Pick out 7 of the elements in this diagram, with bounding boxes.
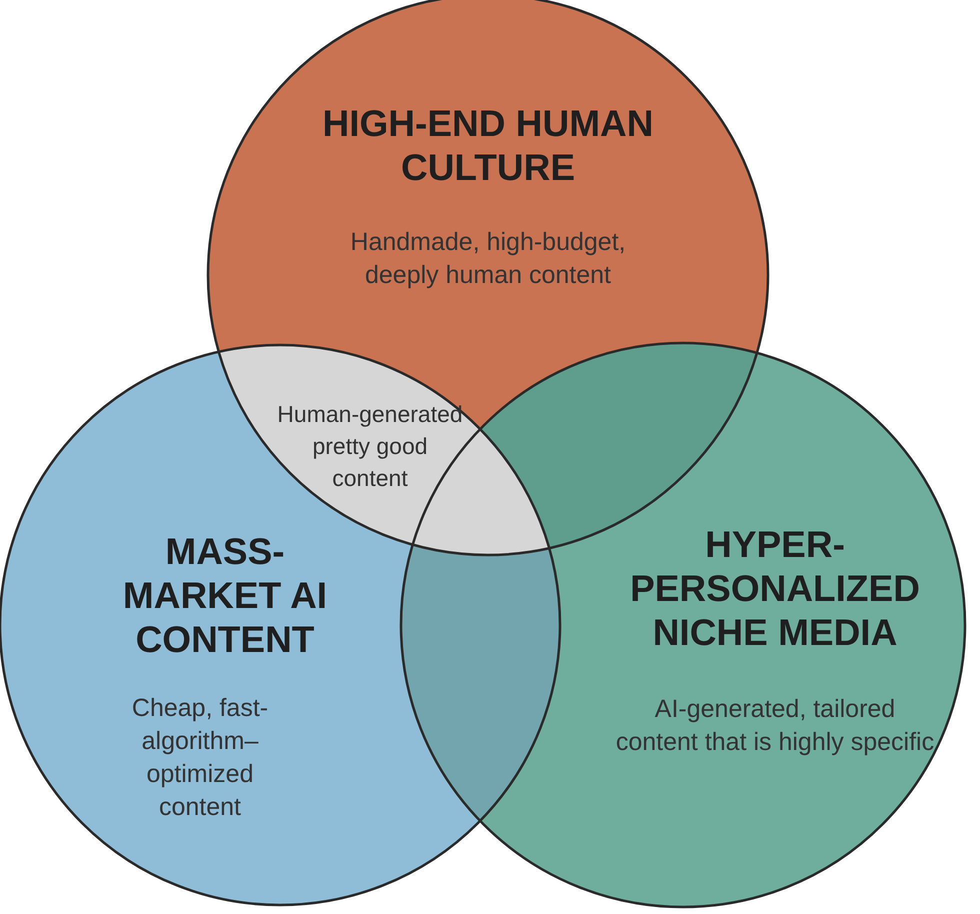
description-text: Handmade, high-budget, deeply human content (349, 227, 627, 291)
description-text: Cheap, fast-algorithm–optimized content (130, 693, 270, 823)
description-text: AI-generated, tailored content that is highly specific (615, 694, 935, 758)
circle-heading: HYPER-PERSONALIZED NICHE MEDIA (629, 523, 921, 655)
circle-heading: MASS-MARKET AI CONTENT (122, 530, 328, 662)
circle-heading: HIGH-END HUMAN CULTURE (322, 102, 654, 190)
overlap-text: Human-generated pretty good content (276, 400, 464, 493)
